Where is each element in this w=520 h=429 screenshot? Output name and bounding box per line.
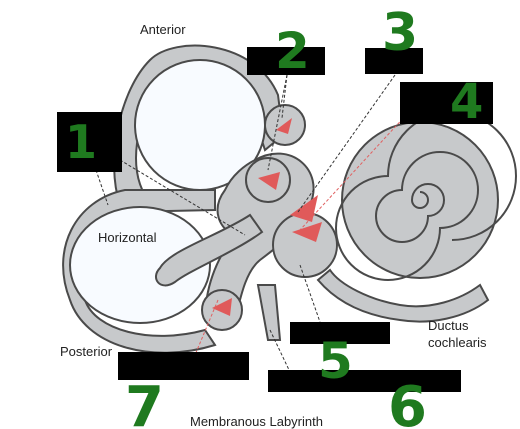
label-membranous-partial: Membranous Labyrinth bbox=[190, 414, 323, 429]
label-ductus-1: Ductus bbox=[428, 318, 469, 333]
leader-1 bbox=[119, 159, 246, 236]
cochlea-outer bbox=[341, 121, 499, 279]
saccule bbox=[272, 212, 338, 278]
marker-3: 3 bbox=[382, 3, 418, 63]
leader-2a bbox=[281, 74, 288, 119]
crista-horizontal bbox=[258, 172, 280, 190]
leader-2b bbox=[267, 74, 288, 171]
marker-6: 6 bbox=[388, 375, 427, 429]
label-anterior: Anterior bbox=[140, 22, 186, 37]
marker-2: 2 bbox=[275, 22, 310, 80]
marker-4: 4 bbox=[450, 74, 483, 130]
macula-saccule bbox=[292, 222, 322, 242]
endolymphatic-duct bbox=[256, 284, 282, 341]
label-ductus-2: cochlearis bbox=[428, 335, 487, 350]
leader-5 bbox=[299, 264, 321, 323]
label-posterior: Posterior bbox=[60, 344, 113, 359]
leader-4 bbox=[299, 99, 421, 231]
marker-1: 1 bbox=[65, 115, 97, 169]
redaction-box-2 bbox=[247, 47, 325, 75]
leader-6 bbox=[269, 329, 291, 373]
redaction-box-4 bbox=[400, 82, 493, 124]
marker-7: 7 bbox=[125, 375, 164, 429]
marker-5: 5 bbox=[318, 332, 353, 390]
label-horizontal: Horizontal bbox=[98, 230, 157, 245]
leader-1b bbox=[95, 169, 109, 206]
leader-3 bbox=[297, 74, 396, 213]
horizontal-canal-lumen bbox=[69, 206, 211, 324]
ductus-reuniens bbox=[316, 268, 490, 323]
redaction-box-7 bbox=[118, 352, 249, 380]
redaction-box-1 bbox=[57, 112, 122, 172]
crista-posterior bbox=[212, 298, 232, 316]
redaction-box-3 bbox=[365, 48, 423, 74]
redaction-box-6 bbox=[268, 370, 461, 392]
horizontal-canal-arm bbox=[155, 213, 264, 287]
redaction-box-5 bbox=[290, 322, 390, 344]
macula-utricle bbox=[290, 195, 318, 222]
crista-anterior bbox=[276, 118, 292, 134]
